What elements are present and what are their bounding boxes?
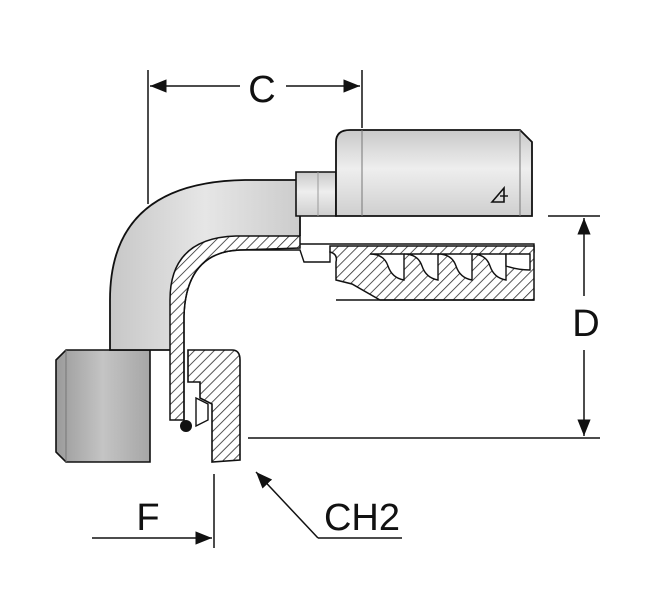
fitting-body bbox=[55, 129, 533, 463]
dimension-lines bbox=[92, 70, 600, 548]
ferrule-serrations bbox=[369, 253, 531, 281]
dim-ch2-leader bbox=[255, 471, 319, 539]
manufacturer-logo-icon bbox=[490, 185, 508, 203]
cutaway-section bbox=[169, 235, 535, 463]
stem-shoulder bbox=[295, 171, 337, 217]
nut-thread-notch bbox=[195, 396, 209, 428]
o-ring bbox=[180, 420, 192, 432]
dim-label-d: D bbox=[572, 303, 599, 345]
swivel-nut bbox=[55, 349, 151, 463]
dim-label-f: F bbox=[136, 497, 159, 539]
dim-label-ch2: CH2 bbox=[324, 497, 400, 539]
nut-section-hatch bbox=[187, 349, 241, 463]
ferrule-sleeve bbox=[335, 129, 533, 217]
stem-inner-wall bbox=[183, 243, 535, 420]
dim-label-c: C bbox=[248, 69, 275, 111]
